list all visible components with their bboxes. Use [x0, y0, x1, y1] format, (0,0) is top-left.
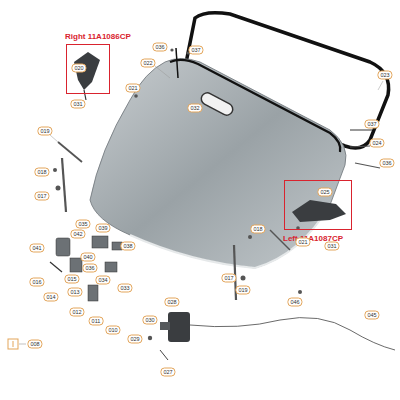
- callout-number: 030: [142, 316, 157, 325]
- callout-number: 042: [70, 230, 85, 239]
- callout-number: 016: [29, 278, 44, 287]
- callout-number: 010: [105, 326, 120, 335]
- callout-number: 037: [364, 120, 379, 129]
- callout-number: 046: [287, 298, 302, 307]
- callout-number: 015: [64, 275, 79, 284]
- callout-number: 023: [377, 71, 392, 80]
- callout-number: 017: [221, 274, 236, 283]
- callout-number: 013: [67, 288, 82, 297]
- callout-number: 029: [127, 335, 142, 344]
- callout-number: 020: [71, 64, 86, 73]
- highlight-box: Right 11A1086CP020: [66, 44, 110, 94]
- callout-number: 022: [140, 59, 155, 68]
- callout-number: 035: [75, 220, 90, 229]
- callout-number: 031: [70, 100, 85, 109]
- callout-number: 019: [235, 286, 250, 295]
- callout-number: 038: [120, 242, 135, 251]
- callout-number: 033: [117, 284, 132, 293]
- callout-number: 014: [43, 293, 58, 302]
- callout-number: 024: [369, 139, 384, 148]
- callout-number: 045: [364, 311, 379, 320]
- callout-number: 040: [80, 253, 95, 262]
- callout-number: 034: [95, 276, 110, 285]
- callout-number: 018: [34, 168, 49, 177]
- highlight-box: Left 11A1087CP025: [284, 180, 352, 230]
- callout-number: 021: [295, 238, 310, 247]
- callout-number: 032: [187, 104, 202, 113]
- callout-number: 008: [27, 340, 42, 349]
- callout-number: 012: [69, 308, 84, 317]
- callout-number: 036: [82, 264, 97, 273]
- callout-number: 011: [89, 317, 104, 326]
- callout-number: 028: [164, 298, 179, 307]
- callout-number: 031: [324, 242, 339, 251]
- callout-number: 017: [34, 192, 49, 201]
- callout-number: 025: [317, 188, 332, 197]
- callout-number: 019: [37, 127, 52, 136]
- part-number-title: Right 11A1086CP: [65, 32, 131, 41]
- callout-number: 037: [188, 46, 203, 55]
- callout-number: 027: [160, 368, 175, 377]
- callout-number: 036: [379, 159, 394, 168]
- callout-number: 021: [125, 84, 140, 93]
- callout-number: 018: [250, 225, 265, 234]
- callout-number: 039: [95, 224, 110, 233]
- callout-number: 036: [152, 43, 167, 52]
- callout-number: 041: [29, 244, 44, 253]
